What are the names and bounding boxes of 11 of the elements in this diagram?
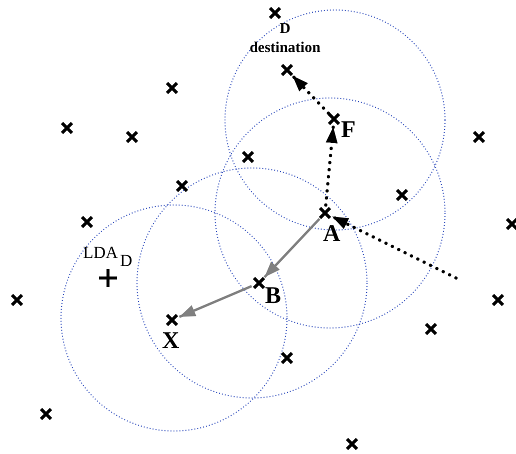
- node-label: D: [280, 22, 290, 37]
- node-label: F: [341, 118, 356, 142]
- arrow: [178, 284, 252, 318]
- node-label: X: [162, 329, 180, 353]
- arrow: [290, 74, 330, 115]
- node-label: B: [265, 284, 282, 308]
- node-label: destination: [250, 41, 320, 56]
- node-label: A: [323, 222, 340, 246]
- arrow: [324, 125, 338, 207]
- arrow: [330, 214, 458, 280]
- arrow: [264, 218, 320, 278]
